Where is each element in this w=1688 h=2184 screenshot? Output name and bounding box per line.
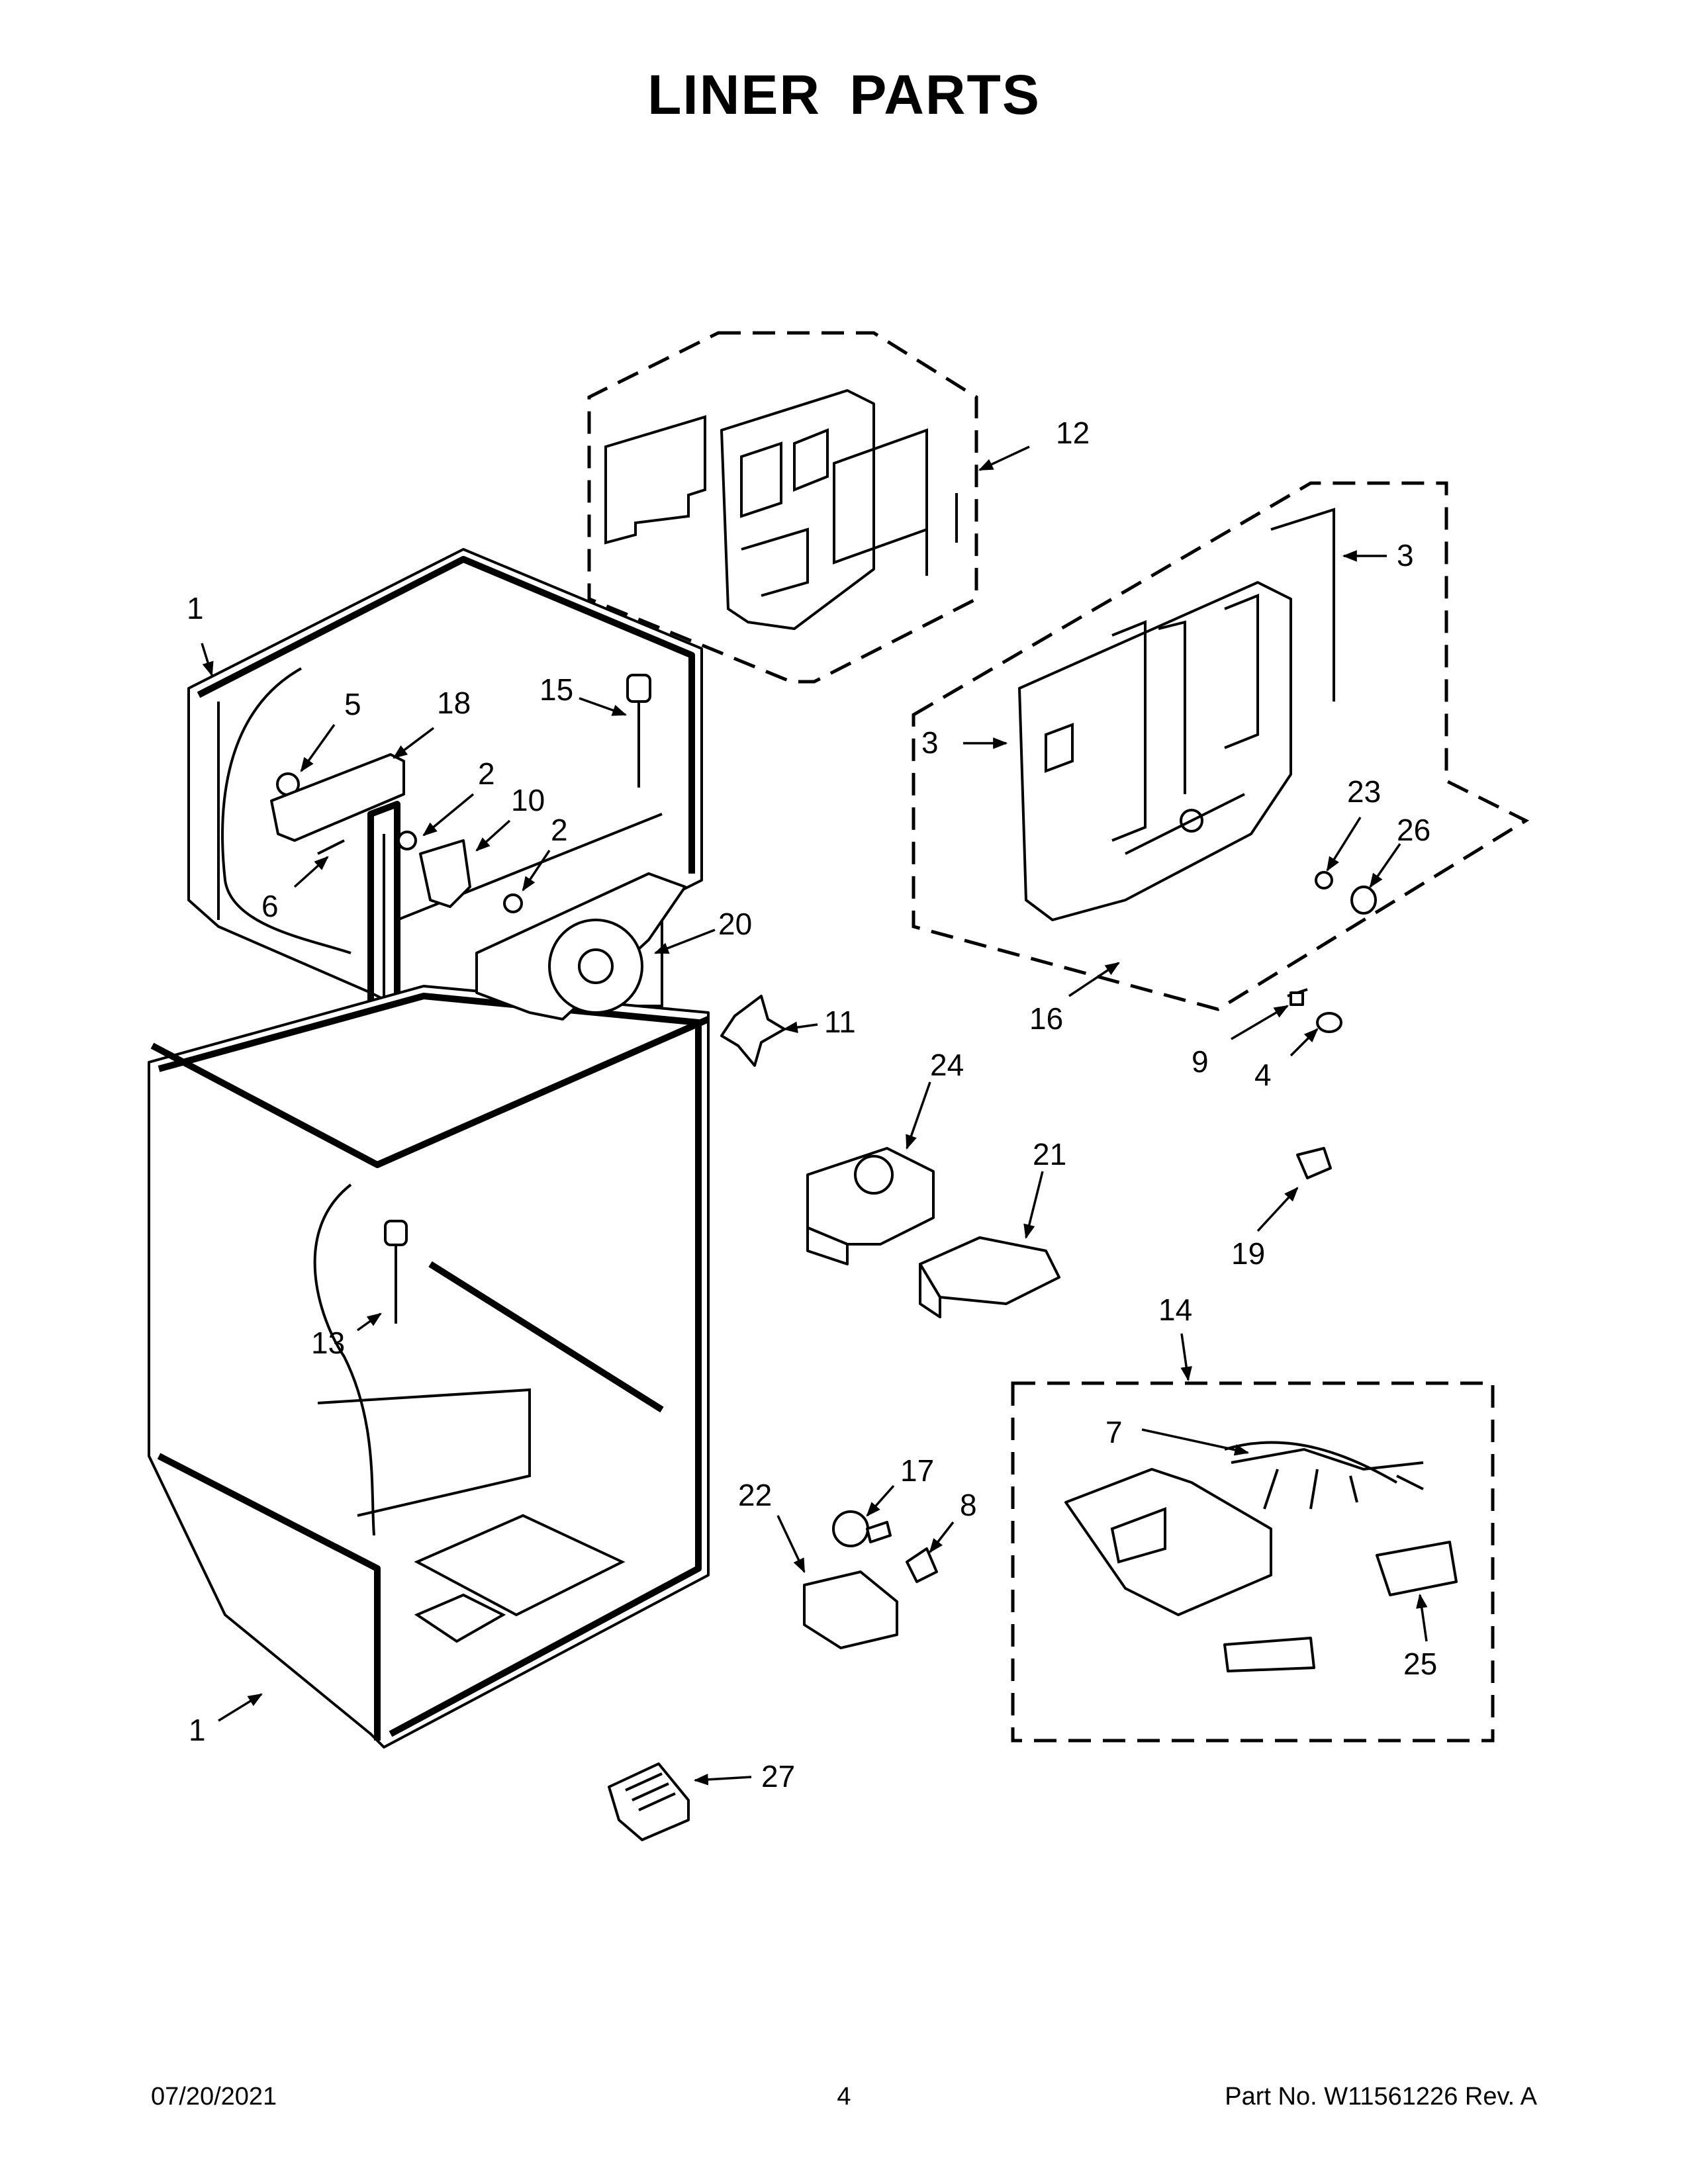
page-title: LINER PARTS [647, 64, 1041, 126]
callout-24: 24 [930, 1048, 964, 1082]
callout-11: 11 [824, 1005, 856, 1039]
footer-part-number: Part No. W11561226 Rev. A [1225, 2083, 1537, 2111]
callout-15: 15 [539, 672, 573, 707]
leader-arrows [201, 445, 1428, 1786]
part-12-assembly [587, 331, 978, 684]
callout-3-left: 3 [921, 725, 939, 760]
callout-7: 7 [1105, 1415, 1123, 1449]
callout-6: 6 [261, 889, 279, 923]
callout-labels: 1 5 18 15 2 10 2 6 20 11 13 12 3 3 23 26… [187, 416, 1437, 1794]
callout-14: 14 [1158, 1293, 1192, 1327]
callout-16: 16 [1029, 1001, 1063, 1036]
loose-parts [270, 674, 1377, 1841]
freezer-liner [187, 548, 703, 1026]
callout-23: 23 [1347, 774, 1381, 809]
callout-21: 21 [1033, 1137, 1066, 1171]
callout-3-right: 3 [1397, 538, 1414, 572]
callout-2-lower: 2 [551, 813, 568, 847]
callout-18: 18 [437, 686, 471, 720]
callout-2-upper: 2 [478, 756, 495, 791]
part-14-kit [1011, 1381, 1495, 1743]
callout-8: 8 [960, 1488, 977, 1522]
callout-1-bottom: 1 [189, 1713, 206, 1747]
callout-17: 17 [900, 1453, 934, 1488]
callout-10: 10 [511, 783, 545, 817]
callout-1-top: 1 [187, 591, 204, 625]
footer-page-number: 4 [837, 2083, 851, 2111]
callout-26: 26 [1397, 813, 1430, 847]
callout-27: 27 [761, 1759, 795, 1794]
callout-5: 5 [344, 687, 361, 721]
footer-date: 07/20/2021 [151, 2083, 277, 2111]
callout-4: 4 [1254, 1058, 1272, 1092]
callout-12: 12 [1056, 416, 1090, 450]
callout-20: 20 [718, 907, 752, 941]
callout-22: 22 [738, 1478, 772, 1512]
callout-25: 25 [1403, 1647, 1437, 1681]
callout-13: 13 [311, 1326, 345, 1360]
part-16-assembly [912, 481, 1530, 1011]
callout-9: 9 [1192, 1044, 1209, 1079]
refrigerator-liner [148, 985, 710, 1749]
callout-19: 19 [1231, 1236, 1265, 1271]
